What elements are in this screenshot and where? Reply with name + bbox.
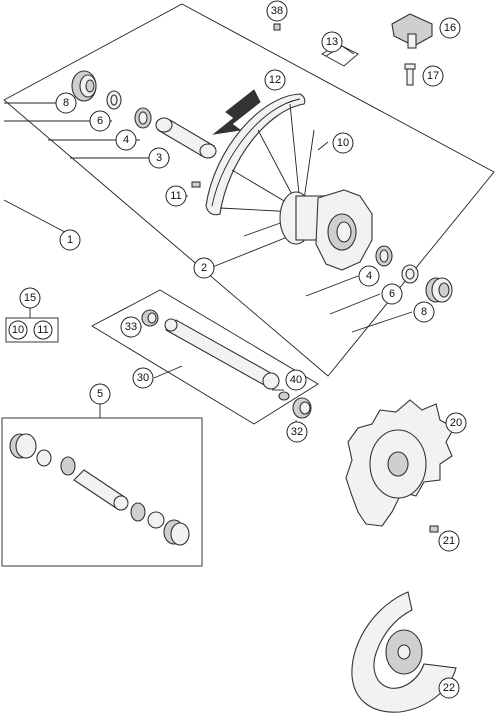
axle-nut-32: [292, 397, 312, 419]
callout-1-label: 1: [67, 234, 73, 246]
kit-5-parts: [9, 433, 190, 546]
callout-13: 13: [321, 31, 343, 53]
callout-10-set: 10: [8, 320, 28, 340]
axle-30: [164, 318, 280, 390]
callout-10-set-label: 10: [12, 324, 24, 336]
callout-5: 5: [89, 383, 111, 405]
hub-2: [279, 189, 373, 271]
callout-30: 30: [132, 367, 154, 389]
bearing-4-right: [375, 245, 393, 267]
callout-32: 32: [286, 421, 308, 443]
nipple-11-small: [191, 181, 201, 188]
disc-guard-22: [351, 591, 457, 713]
axle-spacer-33: [141, 309, 159, 327]
callout-13-label: 13: [326, 36, 338, 48]
callout-33-label: 33: [125, 321, 137, 333]
callout-40: 40: [285, 369, 307, 391]
callout-8-top: 8: [55, 92, 77, 114]
callout-16: 16: [439, 17, 461, 39]
callout-4-right-label: 4: [366, 270, 372, 282]
bolt-17: [404, 63, 416, 86]
assembly-frame-1: [3, 3, 495, 377]
bearing-8-right: [425, 277, 453, 303]
callout-21: 21: [438, 530, 460, 552]
callout-12: 12: [264, 69, 286, 91]
callout-6-right-label: 6: [389, 288, 395, 300]
valve-cap-38: [273, 23, 281, 31]
brake-disc-20: [345, 399, 455, 527]
kit-5-box: [1, 417, 203, 567]
callout-6-top: 6: [89, 110, 111, 132]
callout-21-label: 21: [443, 535, 455, 547]
callout-38: 38: [266, 0, 288, 22]
callout-2-label: 2: [201, 262, 207, 274]
callout-11-top: 11: [165, 185, 187, 207]
callout-20-label: 20: [450, 417, 462, 429]
callout-1: 1: [59, 229, 81, 251]
callout-3: 3: [148, 147, 170, 169]
callout-16-label: 16: [444, 22, 456, 34]
callout-32-label: 32: [291, 426, 303, 438]
callout-4-top: 4: [115, 129, 137, 151]
callout-22-label: 22: [443, 682, 455, 694]
callout-17-label: 17: [427, 70, 439, 82]
callout-4-top-label: 4: [123, 134, 129, 146]
nut-40: [278, 391, 290, 401]
callout-6-top-label: 6: [97, 115, 103, 127]
callout-2: 2: [193, 257, 215, 279]
callout-10-top-label: 10: [337, 137, 349, 149]
callout-38-label: 38: [271, 5, 283, 17]
rim-12: [205, 93, 306, 216]
callout-10-top: 10: [332, 132, 354, 154]
callout-12-label: 12: [269, 74, 281, 86]
valve-16: [391, 13, 433, 49]
bearing-8-left: [71, 70, 97, 102]
callout-30-label: 30: [137, 372, 149, 384]
callout-17: 17: [422, 65, 444, 87]
ring-6-left: [106, 90, 122, 110]
callout-8-top-label: 8: [63, 97, 69, 109]
rotation-arrow: [212, 89, 261, 135]
callout-33: 33: [120, 316, 142, 338]
set-15-box: [5, 317, 59, 343]
callout-8-right: 8: [413, 301, 435, 323]
callout-4-right: 4: [358, 265, 380, 287]
spacer-tube-3: [155, 117, 217, 159]
callout-22: 22: [438, 677, 460, 699]
callout-15-label: 15: [24, 292, 36, 304]
callout-8-right-label: 8: [421, 306, 427, 318]
callout-11-set: 11: [33, 320, 53, 340]
callout-15: 15: [19, 287, 41, 309]
axle-frame: [91, 289, 319, 425]
bolt-21: [429, 525, 439, 533]
callout-6-right: 6: [381, 283, 403, 305]
callout-11-top-label: 11: [170, 190, 181, 202]
callout-11-set-label: 11: [37, 324, 48, 336]
ring-6-right: [401, 264, 419, 284]
bearing-4-left: [134, 107, 152, 129]
callout-20: 20: [445, 412, 467, 434]
callout-3-label: 3: [156, 152, 162, 164]
callout-40-label: 40: [290, 374, 302, 386]
callout-5-label: 5: [97, 388, 103, 400]
